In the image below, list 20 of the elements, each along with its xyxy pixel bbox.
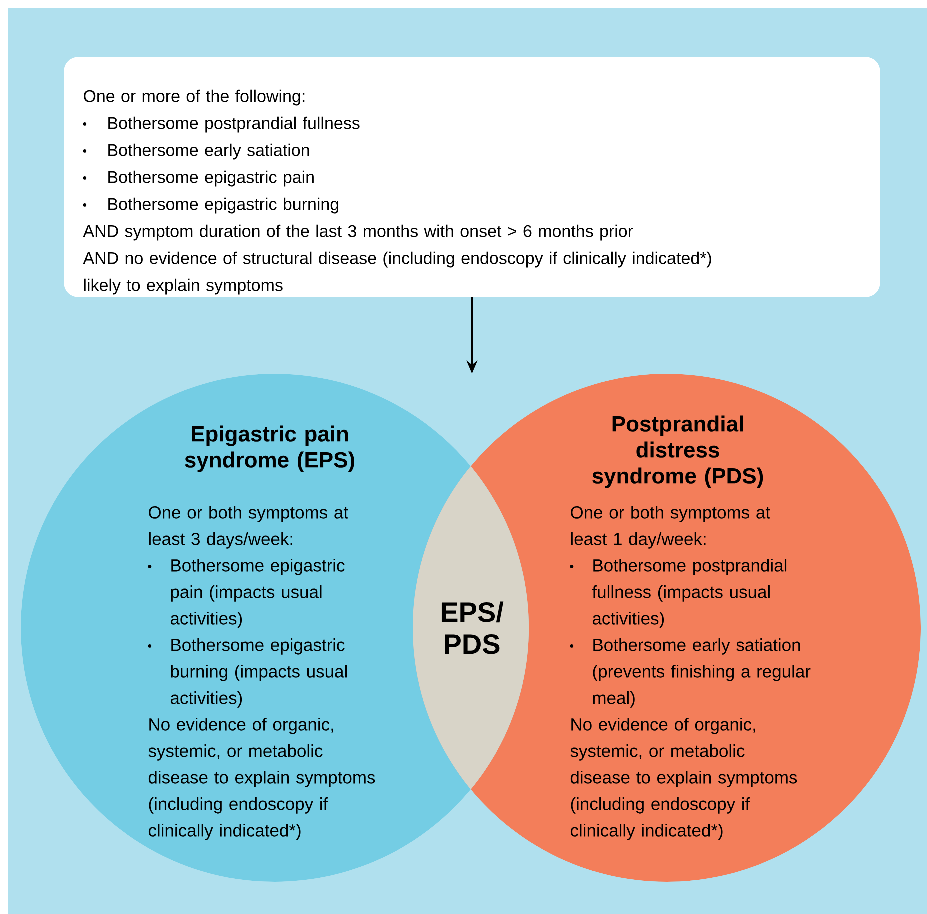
criteria-text: One or both symptoms at least 1 day/week: <box>571 506 770 549</box>
circle-title: Postprandial distress syndrome (PDS) <box>592 416 764 488</box>
bullet-text: Bothersome early satiation <box>108 144 310 160</box>
circle-title: Epigastric pain syndrome (EPS) <box>185 426 354 472</box>
venn-circle <box>21 374 921 882</box>
overlap-lens: EPS/ PDS <box>413 374 529 882</box>
criteria-text: No evidence of organic, systemic, or metabolic disease to explain symptoms (including endoscopy if clinically indicated*) <box>570 718 798 840</box>
criteria-text: One or both symptoms at least 3 days/week: <box>149 506 348 549</box>
criteria-text: No evidence of organic, systemic, or metabolic disease to explain symptoms (including endoscopy if clinically indicated*) <box>148 718 376 840</box>
bullet-text: Bothersome epigastric pain (impacts usual activities) <box>170 559 345 628</box>
bullet-text: Bothersome epigastric pain <box>108 170 314 187</box>
bullet-text: Bothersome postprandial fullness (impacts usual activities) <box>592 559 787 628</box>
bullet-text: Bothersome epigastric burning (impacts usual activities) <box>170 638 347 708</box>
criteria-text: AND symptom duration of the last 3 months with onset > 6 months prior <box>83 224 634 241</box>
bullet-text: Bothersome early satiation (prevents finishing a regular meal) <box>593 638 811 708</box>
bullet-text: Bothersome postprandial fullness <box>108 116 360 133</box>
bullet-text: Bothersome epigastric burning <box>108 198 339 214</box>
criteria-text: AND no evidence of structural disease (including endoscopy if clinically indicated*) likely to explain symptoms <box>83 252 712 295</box>
criteria-text: One or more of the following: <box>84 90 305 106</box>
criteria-box <box>64 57 880 298</box>
